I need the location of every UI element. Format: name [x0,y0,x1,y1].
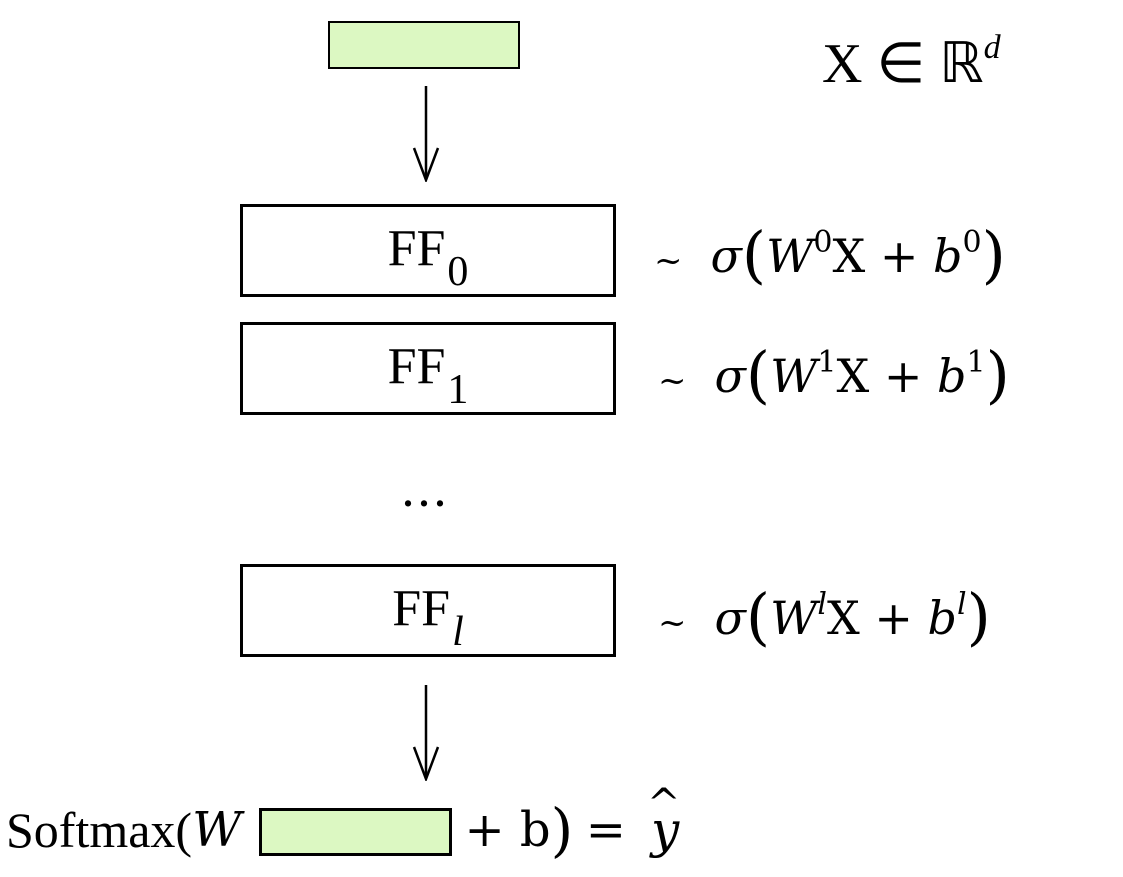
softmax-label: Softmax( [6,802,193,858]
layer-formula-ff1: ~σ(W1X + b1) [658,338,1010,411]
layer-label-ff1: FF1 [387,337,469,413]
layer-box-ffl: FFl [240,564,616,657]
arrow-down-icon [412,685,440,781]
layer-box-ff0: FF0 [240,204,616,297]
layer-label-ff0: FF0 [387,219,469,295]
output-expression: Softmax(W+ b) = ^y [6,781,681,864]
prediction-y-hat: ^y [647,781,681,859]
layer-label-ffl: FFl [392,579,464,655]
ellipsis: … [400,462,452,518]
layer-box-ff1: FF1 [240,322,616,415]
input-label: X ∈ ℝd [822,29,1001,95]
layer-formula-ff0: ~σ(W0X + b0) [654,218,1006,291]
output-vector [259,808,453,856]
arrow-down-icon [412,86,440,182]
bias-term: + b [464,802,551,858]
input-vector [328,21,520,69]
layer-formula-ffl: ~σ(WlX + bl) [658,580,991,653]
